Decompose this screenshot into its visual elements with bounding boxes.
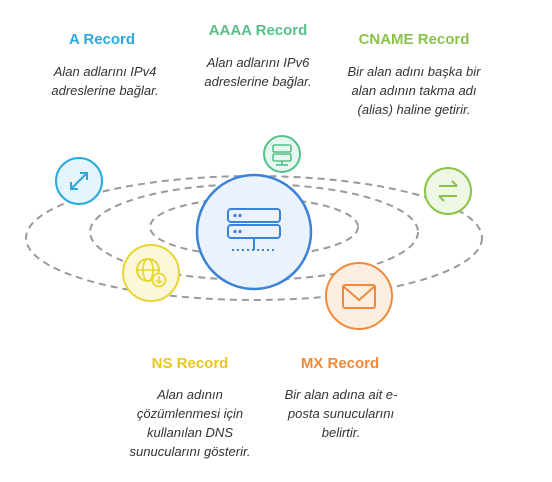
- aaaa-record-title: AAAA Record: [208, 22, 308, 39]
- cname-record-title: CNAME Record: [358, 31, 470, 48]
- cname-record-description: Bir alan adını başka bir alan adının tak…: [347, 64, 481, 117]
- globe-download-icon: [122, 244, 180, 302]
- aaaa-record-description: Alan adlarını IPv6 adreslerine bağlar.: [204, 55, 312, 89]
- arrows-diagonal-icon: [55, 157, 103, 205]
- ns-record-description: Alan adının çözümlenmesi için kullanılan…: [129, 387, 251, 459]
- orbit-outer: [25, 175, 483, 301]
- orbit-middle: [89, 183, 419, 281]
- ns-record-title: NS Record: [151, 355, 229, 372]
- mx-record-title: MX Record: [300, 355, 380, 372]
- a-record-description: Alan adlarını IPv4 adreslerine bağlar.: [51, 64, 159, 98]
- swap-arrows-icon: [424, 167, 472, 215]
- a-record-title: A Record: [68, 31, 136, 48]
- mail-icon: [325, 262, 393, 330]
- database-server-icon: [195, 173, 313, 291]
- server-icon: [263, 135, 301, 173]
- mx-record-description: Bir alan adına ait e-posta sunucularını …: [284, 387, 398, 440]
